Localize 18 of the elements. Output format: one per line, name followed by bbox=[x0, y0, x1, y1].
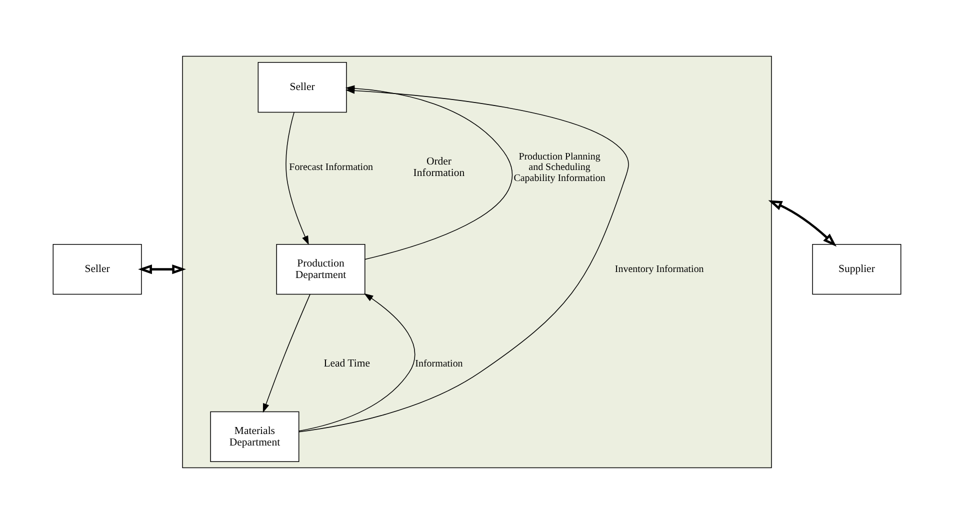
edge-label: Production Planning and Scheduling Capability Information bbox=[514, 151, 606, 184]
edge-label: Forecast Information bbox=[289, 162, 374, 174]
edge-label: Inventory Information bbox=[614, 264, 704, 275]
label: Lead Time bbox=[324, 358, 370, 370]
arrow bbox=[262, 294, 310, 413]
arrow bbox=[138, 264, 186, 274]
node-box: Seller bbox=[258, 62, 347, 113]
arrow bbox=[298, 293, 416, 432]
node-box: Seller bbox=[52, 244, 142, 295]
label: Order Information bbox=[413, 156, 465, 180]
arrow bbox=[768, 200, 837, 247]
arrow bbox=[298, 87, 629, 432]
node-box: Supplier bbox=[812, 244, 902, 295]
edge-label: Information bbox=[415, 358, 463, 370]
node-box: Materials Department bbox=[210, 411, 300, 462]
arrow bbox=[286, 112, 309, 246]
cluster bbox=[182, 56, 772, 468]
node-box: Production Department bbox=[276, 244, 366, 295]
